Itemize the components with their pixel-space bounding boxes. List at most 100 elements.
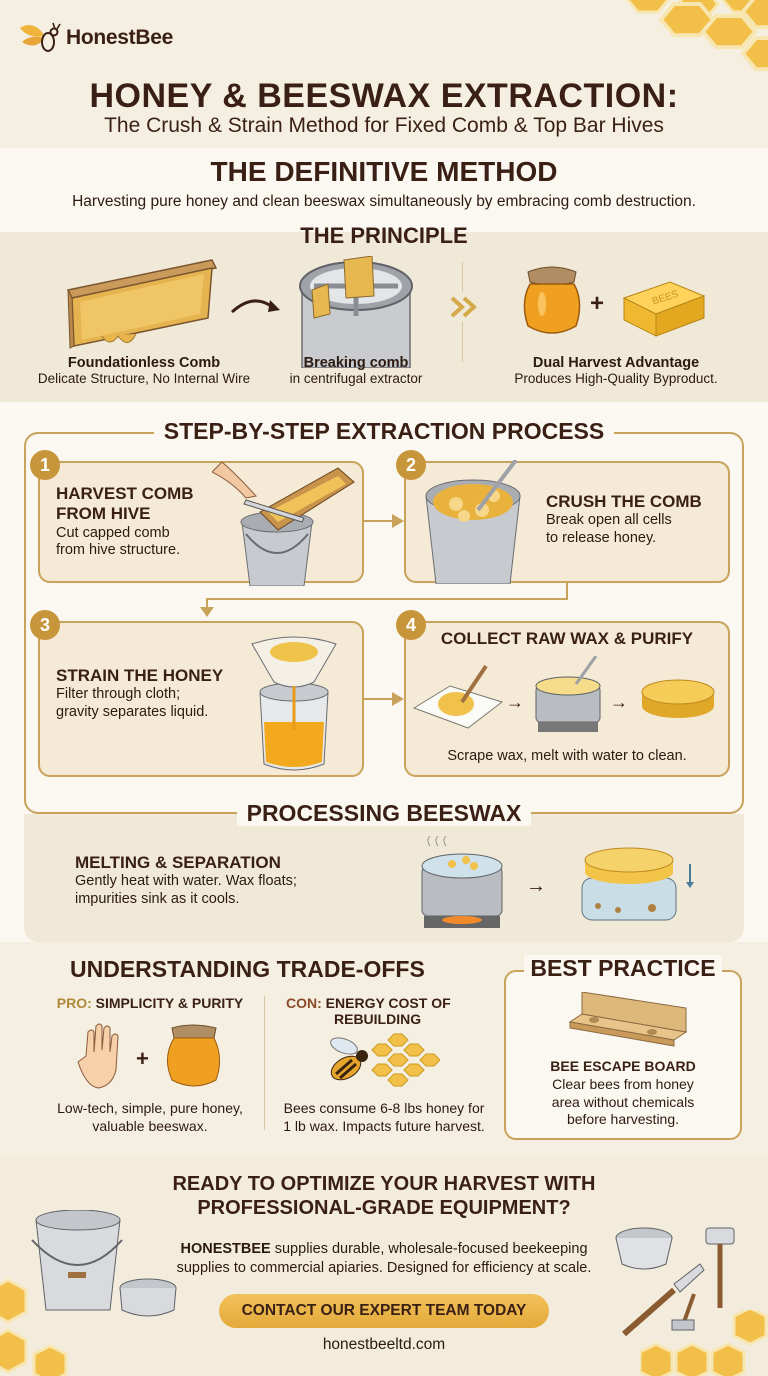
bee-logo-icon	[20, 22, 61, 52]
footer-desc-line: supplies to commercial apiaries. Designe…	[176, 1259, 592, 1276]
step-connector	[206, 598, 208, 610]
step-number-badge: 1	[30, 450, 60, 480]
con-key: CON:	[286, 995, 322, 1011]
footer-title-line: READY TO OPTIMIZE YOUR HARVEST WITH	[172, 1173, 596, 1195]
steps-title-text: STEP-BY-STEP EXTRACTION PROCESS	[153, 418, 615, 444]
double-chevron-icon	[450, 296, 477, 318]
pro-key: PRO:	[56, 995, 92, 1011]
footer-desc: HONESTBEE supplies durable, wholesale-fo…	[0, 1240, 768, 1278]
definitive-subtitle: Harvesting pure honey and clean beeswax …	[72, 193, 696, 210]
tradeoffs-divider	[264, 996, 265, 1130]
arrow-right-icon	[392, 692, 404, 706]
processing-title: PROCESSING BEESWAX	[0, 800, 768, 827]
svg-text:+: +	[136, 1046, 149, 1071]
principle-item-desc: Produces High-Quality Byproduct.	[514, 371, 718, 386]
processing-title-text: PROCESSING BEESWAX	[236, 800, 532, 826]
website-link[interactable]: honestbeeltd.com	[322, 1336, 446, 1353]
principle-item-dual-harvest: Dual Harvest Advantage Produces High-Qua…	[476, 355, 756, 386]
principle-item-breaking: Breaking comb in centrifugal extractor	[264, 355, 448, 386]
step-desc: gravity separates liquid.	[56, 703, 209, 720]
comb-frame-icon	[66, 259, 218, 349]
tradeoffs-title: UNDERSTANDING TRADE-OFFS	[70, 956, 425, 982]
step-desc: to release honey.	[546, 529, 657, 546]
svg-text:→: →	[526, 875, 546, 897]
melting-separation-icon: →	[421, 836, 694, 928]
con-text: REBUILDING	[334, 1011, 422, 1027]
best-practice-title: BEST PRACTICE	[504, 955, 742, 982]
processing-subtitle: MELTING & SEPARATION	[75, 853, 281, 872]
con-desc: Bees consume 6-8 lbs honey for 1 lb wax.…	[268, 1100, 500, 1135]
step-desc: Break open all cells	[546, 512, 672, 529]
processing-text: MELTING & SEPARATION Gently heat with wa…	[75, 853, 375, 908]
con-desc-line: Bees consume 6-8 lbs honey for	[283, 1100, 485, 1116]
step-2-text: CRUSH THE COMB Break open all cells to r…	[546, 492, 726, 547]
principle-item-desc: Delicate Structure, No Internal Wire	[37, 371, 251, 386]
bee-honeycomb-icon	[330, 1033, 440, 1087]
footer-desc-line: supplies durable, wholesale-focused beek…	[270, 1241, 588, 1257]
best-practice-title-text: BEST PRACTICE	[524, 955, 722, 981]
page-subtitle: The Crush & Strain Method for Fixed Comb…	[104, 114, 664, 137]
step-number-badge: 4	[396, 610, 426, 640]
principle-item-desc: in centrifugal extractor	[289, 371, 423, 386]
step-number-badge: 3	[30, 610, 60, 640]
step-title: COLLECT RAW WAX & PURIFY	[440, 629, 694, 648]
step-title: HARVEST COMB	[56, 484, 194, 503]
pro-desc: Low-tech, simple, pure honey, valuable b…	[40, 1100, 260, 1135]
beekeeping-tools-icon	[615, 1227, 735, 1337]
step-title: FROM HIVE	[56, 504, 151, 524]
step-title: CRUSH THE COMB	[546, 492, 702, 511]
page-title: HONEY & BEESWAX EXTRACTION:	[89, 77, 679, 115]
honeycomb-decoration-icon	[640, 1310, 768, 1376]
step-desc: from hive structure.	[56, 542, 181, 559]
step-connector	[206, 598, 568, 600]
crushing-comb-icon	[425, 460, 521, 584]
wax-purify-sequence-icon: → →	[412, 656, 715, 732]
steps-title: STEP-BY-STEP EXTRACTION PROCESS	[0, 418, 768, 445]
step-4-title: COLLECT RAW WAX & PURIFY	[404, 629, 730, 649]
principle-item-label: Foundationless Comb	[67, 355, 221, 371]
contact-team-button[interactable]: CONTACT OUR EXPERT TEAM TODAY	[219, 1294, 549, 1328]
cutting-comb-icon	[212, 462, 355, 586]
brand-name: HonestBee	[66, 26, 173, 49]
pro-desc-line: valuable beeswax.	[92, 1117, 208, 1134]
definitive-title: THE DEFINITIVE METHOD	[210, 156, 558, 187]
principle-divider	[462, 262, 463, 292]
svg-text:→: →	[506, 692, 524, 712]
principle-item-label: Dual Harvest Advantage	[532, 355, 700, 371]
processing-desc: Gently heat with water. Wax floats;	[75, 873, 297, 890]
pro-label: PRO: SIMPLICITY & PURITY	[50, 995, 250, 1011]
bucket-and-sieve-icon	[31, 1210, 177, 1317]
honey-jar-icon	[523, 266, 581, 334]
step-title: STRAIN THE HONEY	[56, 666, 224, 685]
plus-sign: +	[590, 290, 605, 317]
brand-logo[interactable]: HonestBee	[18, 20, 173, 56]
step-connector	[566, 583, 568, 599]
pro-desc-line: Low-tech, simple, pure honey,	[57, 1100, 243, 1116]
principle-divider	[462, 322, 463, 362]
step-1-text: HARVEST COMB FROM HIVE Cut capped comb f…	[56, 484, 226, 560]
principle-title: THE PRINCIPLE	[300, 223, 468, 248]
principle-item-label: Breaking comb	[303, 355, 409, 371]
pro-text: SIMPLICITY & PURITY	[95, 995, 244, 1011]
best-practice-label: BEE ESCAPE BOARD	[550, 1058, 696, 1074]
footer-title-line: PROFESSIONAL-GRADE EQUIPMENT?	[197, 1197, 571, 1219]
honeycomb-decoration-icon	[0, 1278, 68, 1376]
best-practice-desc: area without chemicals	[551, 1093, 695, 1110]
best-practice-content: BEE ESCAPE BOARD Clear bees from honey a…	[504, 1058, 742, 1129]
step-connector	[364, 520, 398, 522]
step-4-desc-wrap: Scrape wax, melt with water to clean.	[404, 748, 730, 765]
beeswax-block-icon: BEES	[622, 281, 706, 337]
arrow-down-icon	[200, 607, 214, 617]
honeycomb-decoration-icon	[626, 0, 768, 72]
step-desc: Scrape wax, melt with water to clean.	[447, 748, 687, 764]
extractor-icon	[299, 256, 413, 368]
bee-escape-board-icon	[568, 992, 688, 1047]
step-desc: Filter through cloth;	[56, 686, 181, 703]
arrow-right-icon	[230, 299, 280, 314]
footer-brand: HONESTBEE	[180, 1241, 271, 1257]
straining-honey-icon	[251, 636, 337, 771]
step-connector	[364, 698, 398, 700]
footer-title: READY TO OPTIMIZE YOUR HARVEST WITH PROF…	[0, 1172, 768, 1220]
step-3-text: STRAIN THE HONEY Filter through cloth; g…	[56, 666, 246, 721]
best-practice-desc: Clear bees from honey	[552, 1076, 694, 1092]
